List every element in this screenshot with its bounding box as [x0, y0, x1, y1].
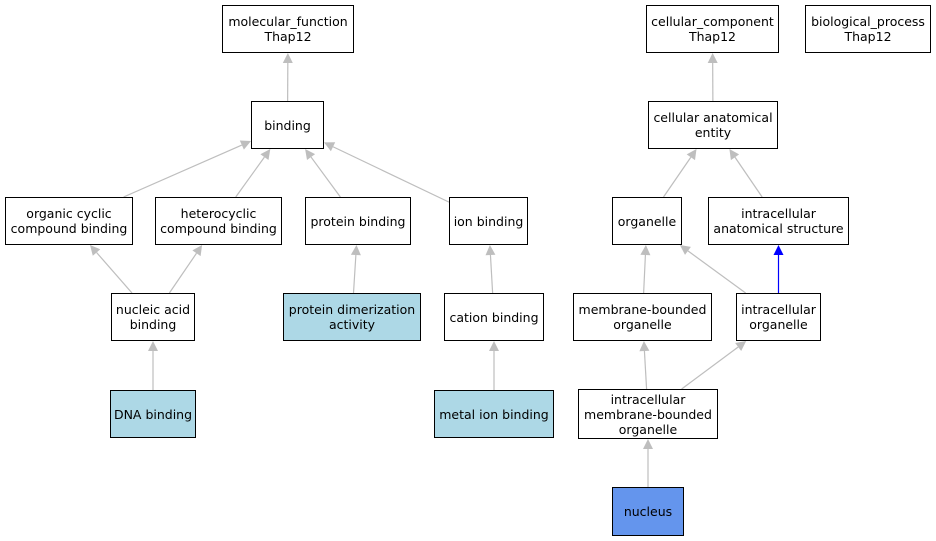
edge-arrowhead-nucleic_acid-to-heterocyclic	[192, 245, 203, 257]
edge-arrowhead-dna_binding-to-nucleic_acid	[148, 341, 158, 351]
node-cellular-anatomical-entity[interactable]: cellular anatomical entity	[648, 101, 778, 149]
node-biological-process-thap12[interactable]: biological_process Thap12	[805, 5, 931, 53]
node-protein-dimerization-activity[interactable]: protein dimerization activity	[283, 293, 421, 341]
edge-cation_binding-to-ion_binding	[489, 254, 494, 294]
edge-arrowhead-nucleic_acid-to-organic_cyclic	[90, 245, 101, 256]
edge-heterocyclic-to-binding	[235, 156, 265, 198]
edge-arrowhead-heterocyclic-to-binding	[260, 149, 271, 160]
edge-membrane_bounded-to-organelle	[643, 254, 647, 294]
node-molecular-function-thap12[interactable]: molecular_function Thap12	[222, 5, 354, 53]
edge-arrowhead-metal_ion-to-cation_binding	[489, 341, 499, 351]
edge-arrowhead-cell_anat_entity-to-cc_root	[707, 53, 718, 63]
edge-protein_dimer-to-protein_binding	[352, 254, 357, 294]
edge-intracell_organelle-to-organelle	[687, 250, 746, 294]
edge-intracell_mb_organelle-to-membrane_bounded	[643, 350, 648, 390]
edge-protein_binding-to-binding	[310, 156, 341, 198]
edge-arrowhead-cation_binding-to-ion_binding	[485, 245, 496, 256]
node-ion-binding[interactable]: ion binding	[449, 197, 528, 245]
edge-arrowhead-protein_dimer-to-protein_binding	[350, 245, 361, 256]
edge-arrowhead-intracell_mb_organelle-to-intracell_organelle	[735, 341, 747, 351]
edge-arrowhead-intracell_anat-to-cell_anat_entity	[729, 149, 740, 161]
edge-arrowhead-intracell_mb_organelle-to-membrane_bounded	[639, 341, 650, 352]
edge-arrowhead-ion_binding-to-binding	[324, 142, 336, 152]
node-intracellular-anatomical-structure[interactable]: intracellular anatomical structure	[708, 197, 849, 245]
edge-arrowhead-membrane_bounded-to-organelle	[640, 245, 651, 256]
edge-arrowhead-nucleus-to-intracell_mb_organelle	[643, 439, 653, 449]
edge-arrowhead-protein_binding-to-binding	[305, 149, 316, 160]
edge-organelle-to-cell_anat_entity	[663, 156, 692, 198]
node-metal-ion-binding[interactable]: metal ion binding	[434, 390, 554, 438]
edge-arrowhead-binding-to-mf_root	[282, 53, 293, 63]
edge-ion_binding-to-binding	[332, 146, 450, 203]
edge-arrowhead-organic_cyclic-to-binding	[239, 140, 251, 150]
node-cellular-component-thap12[interactable]: cellular_component Thap12	[646, 5, 779, 53]
node-heterocyclic-compound-binding[interactable]: heterocyclic compound binding	[155, 197, 282, 245]
node-intracellular-organelle[interactable]: intracellular organelle	[736, 293, 821, 341]
edge-arrowhead-intracell_organelle-to-organelle	[679, 245, 691, 255]
edge-intracell_mb_organelle-to-intracell_organelle	[681, 346, 739, 390]
node-nucleic-acid-binding[interactable]: nucleic acid binding	[111, 293, 195, 341]
edge-arrowhead-organelle-to-cell_anat_entity	[686, 149, 697, 161]
edge-arrowhead-intracell_organelle-to-intracell_anat	[773, 245, 784, 255]
node-membrane-bounded-organelle[interactable]: membrane-bounded organelle	[573, 293, 712, 341]
edge-organic_cyclic-to-binding	[123, 144, 243, 198]
node-binding[interactable]: binding	[251, 101, 324, 149]
edge-nucleic_acid-to-heterocyclic	[168, 252, 197, 294]
node-nucleus[interactable]: nucleus	[612, 487, 684, 536]
node-cation-binding[interactable]: cation binding	[444, 293, 544, 341]
node-dna-binding[interactable]: DNA binding	[110, 390, 196, 438]
node-intracellular-membrane-bounded-organelle[interactable]: intracellular membrane-bounded organelle	[578, 389, 718, 439]
edge-intracell_anat-to-cell_anat_entity	[734, 156, 763, 198]
node-protein-binding[interactable]: protein binding	[305, 197, 411, 245]
node-organelle[interactable]: organelle	[612, 197, 682, 245]
edge-nucleic_acid-to-organic_cyclic	[96, 252, 133, 294]
node-organic-cyclic-compound-binding[interactable]: organic cyclic compound binding	[5, 197, 133, 245]
